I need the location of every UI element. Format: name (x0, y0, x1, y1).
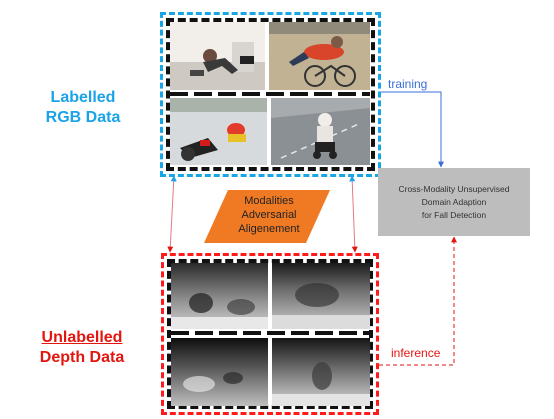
rgb-label-line2: RGB Data (45, 109, 121, 126)
rgb-image-frame (166, 18, 375, 171)
depth-data-label: Unlabelled Depth Data (12, 328, 152, 368)
depth-image-3 (171, 338, 268, 406)
rgb-image-scooter-rider (271, 98, 370, 165)
rgb-image-indoor-fall (170, 22, 265, 90)
process-line3: for Fall Detection (421, 209, 487, 220)
alignment-arrow-right (349, 175, 358, 253)
depth-label-line2: Depth Data (39, 349, 125, 366)
inference-arrow (379, 236, 457, 366)
rgb-image-motorcycle-crash (170, 98, 267, 165)
inference-label: inference (391, 346, 441, 360)
depth-divider (171, 331, 370, 335)
depth-label-line1: Unlabelled (41, 329, 123, 346)
process-line1: Cross-Modality Unsupervised (398, 183, 510, 194)
rgb-divider (170, 92, 370, 96)
rgb-image-bicycle-fall (269, 22, 370, 90)
adversarial-line1: Modalities (244, 195, 294, 207)
rgb-label-line1: Labelled (50, 89, 116, 106)
depth-image-4 (272, 338, 370, 406)
adversarial-alignment-label: Modalities Adversarial Aligenement (226, 194, 312, 236)
rgb-image-panel (160, 12, 381, 177)
depth-image-1 (171, 263, 268, 329)
adversarial-line3: Aligenement (238, 223, 300, 235)
depth-image-panel (161, 253, 379, 415)
fall-detection-process-box: Cross-Modality Unsupervised Domain Adapt… (378, 168, 530, 236)
training-label: training (388, 77, 428, 91)
process-line2: Domain Adaption (421, 196, 487, 207)
adversarial-line2: Adversarial (241, 209, 297, 221)
training-arrow (381, 91, 444, 168)
adversarial-alignment-shape (204, 190, 330, 243)
alignment-arrow-left (167, 175, 177, 253)
depth-image-frame (167, 259, 373, 409)
depth-image-2 (272, 263, 370, 329)
rgb-data-label: Labelled RGB Data (18, 88, 148, 128)
